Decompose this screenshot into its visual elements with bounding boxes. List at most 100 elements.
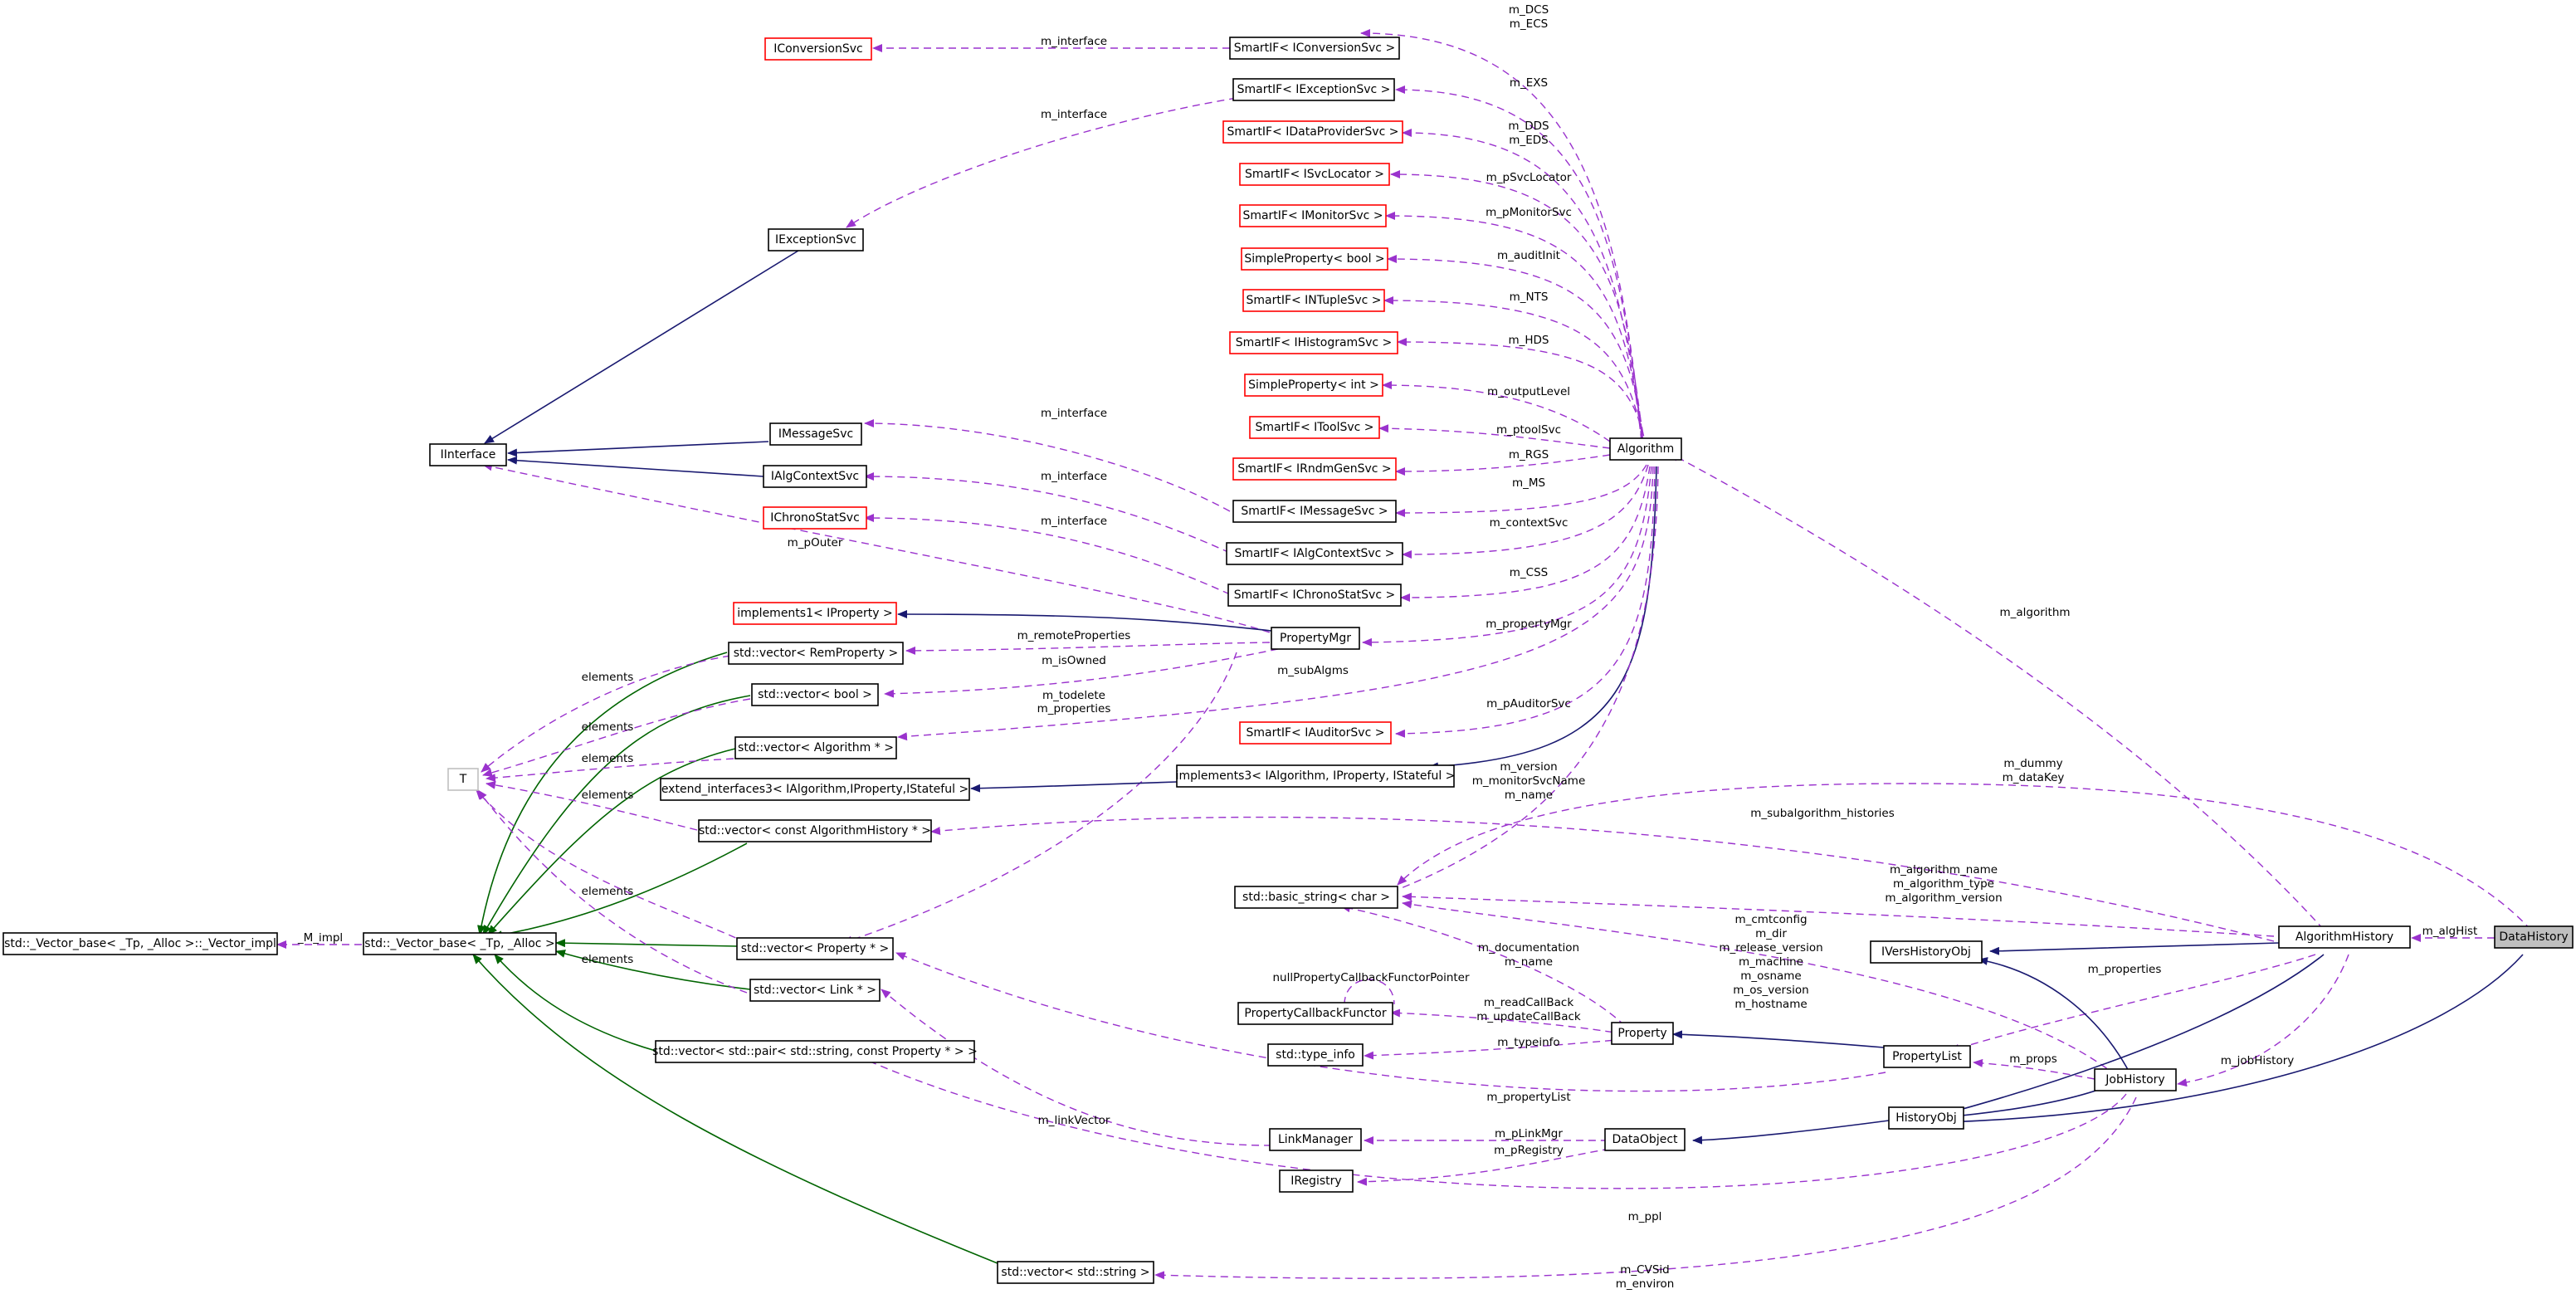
node-smartif-idataprovidersvc[interactable]: SmartIF< IDataProviderSvc > <box>1222 120 1403 144</box>
label-rgs: m_RGS <box>1509 448 1549 461</box>
node-vector-pair[interactable]: std::vector< std::pair< std::string, con… <box>652 1040 978 1063</box>
node-simpleproperty-int[interactable]: SimpleProperty< int > <box>1244 374 1383 397</box>
node-algorithm[interactable]: Algorithm <box>1609 437 1682 461</box>
node-smartif-itoolsvc[interactable]: SmartIF< IToolSvc > <box>1249 416 1380 439</box>
edge-nts <box>1383 296 1646 449</box>
label-subalgms: m_subAlgms <box>1277 664 1349 677</box>
label-nts: m_NTS <box>1510 291 1549 304</box>
edge-pauditorsvc <box>1395 466 1656 738</box>
label-isowned: m_isOwned <box>1042 654 1106 667</box>
node-propertycallbackfunctor[interactable]: PropertyCallbackFunctor <box>1237 1002 1393 1025</box>
node-smartif-ihistogramsvc[interactable]: SmartIF< IHistogramSvc > <box>1229 331 1398 354</box>
label-propertymgr: m_propertyMgr <box>1486 618 1572 631</box>
node-iinterface[interactable]: IInterface <box>429 443 507 466</box>
node-vector-algorithmhistory[interactable]: std::vector< const AlgorithmHistory * > <box>698 819 932 842</box>
edge-ialgcontextsvc-iinterface <box>507 456 764 477</box>
node-t[interactable]: T <box>447 768 479 791</box>
node-iregistry[interactable]: IRegistry <box>1279 1169 1354 1193</box>
node-smartif-iauditorsvc[interactable]: SmartIF< IAuditorSvc > <box>1239 721 1392 745</box>
node-algorithmhistory[interactable]: AlgorithmHistory <box>2278 925 2411 949</box>
label-todelete: m_todelete <box>1042 689 1105 702</box>
node-vector-base-impl[interactable]: std::_Vector_base< _Tp, _Alloc >::_Vecto… <box>2 932 278 955</box>
node-smartif-isvclocator[interactable]: SmartIF< ISvcLocator > <box>1239 163 1390 186</box>
node-iconversionsvc[interactable]: IConversionSvc <box>764 37 872 61</box>
edge-auditinit <box>1387 255 1646 447</box>
node-vector-property[interactable]: std::vector< Property * > <box>736 937 894 960</box>
svg-text:std::vector< bool >: std::vector< bool > <box>758 688 872 701</box>
svg-text:SmartIF< IMonitorSvc >: SmartIF< IMonitorSvc > <box>1242 209 1383 222</box>
node-vector-algorithm[interactable]: std::vector< Algorithm * > <box>734 736 897 759</box>
edge-iexceptionsvc-iinterface <box>484 250 799 444</box>
label-properties: m_properties <box>1037 702 1111 715</box>
edge-outputlevel <box>1382 381 1611 442</box>
node-imessagesvc[interactable]: IMessageSvc <box>769 422 862 446</box>
svg-text:std::vector< Algorithm * >: std::vector< Algorithm * > <box>738 741 894 754</box>
node-ialgcontextsvc[interactable]: IAlgContextSvc <box>763 465 867 488</box>
edge-algorithmhistory-historyobj <box>1938 954 2325 1117</box>
edge-message-interface <box>864 419 1231 512</box>
node-iexceptionsvc[interactable]: IExceptionSvc <box>768 228 864 251</box>
node-vector-bool[interactable]: std::vector< bool > <box>751 683 879 706</box>
node-propertylist[interactable]: PropertyList <box>1883 1045 1971 1068</box>
node-vector-link[interactable]: std::vector< Link * > <box>749 979 881 1002</box>
label-psvclocator: m_pSvcLocator <box>1486 171 1572 184</box>
label-hostname: m_hostname <box>1734 998 1807 1011</box>
edge-imessagesvc-iinterface <box>507 441 769 457</box>
edge-chrono-interface <box>864 514 1231 595</box>
node-smartif-imonitorsvc[interactable]: SmartIF< IMonitorSvc > <box>1239 204 1387 227</box>
label-propertylist: m_propertyList <box>1486 1091 1570 1104</box>
node-smartif-intuplesvc[interactable]: SmartIF< INTupleSvc > <box>1242 289 1385 312</box>
edge-elements-4 <box>485 780 698 831</box>
edge-algorithm <box>1669 452 2325 930</box>
label-alghist: m_algHist <box>2422 925 2478 938</box>
node-vector-base[interactable]: std::_Vector_base< _Tp, _Alloc > <box>363 932 557 955</box>
label-elements-1: elements <box>582 671 634 684</box>
svg-text:IMessageSvc: IMessageSvc <box>778 427 853 441</box>
node-propertymgr[interactable]: PropertyMgr <box>1271 627 1360 650</box>
label-documentation: m_documentation <box>1478 941 1579 955</box>
node-basic-string[interactable]: std::basic_string< char > <box>1234 886 1398 909</box>
label-plinkmgr: m_pLinkMgr <box>1495 1127 1563 1140</box>
node-smartif-ialgcontextsvc[interactable]: SmartIF< IAlgContextSvc > <box>1226 542 1403 565</box>
node-type-info[interactable]: std::type_info <box>1267 1043 1364 1067</box>
edge-pmonitorsvc <box>1385 212 1644 446</box>
edge-pouter <box>482 462 1271 633</box>
node-extend-interfaces3[interactable]: extend_interfaces3< IAlgorithm,IProperty… <box>660 778 970 801</box>
svg-text:IExceptionSvc: IExceptionSvc <box>775 233 856 247</box>
node-vector-string[interactable]: std::vector< std::string > <box>997 1261 1154 1284</box>
svg-text:JobHistory: JobHistory <box>2105 1073 2164 1086</box>
label-elements-5: elements <box>582 885 634 898</box>
edge-jobhistory <box>2177 954 2349 1087</box>
node-implements3[interactable]: implements3< IAlgorithm, IProperty, ISta… <box>1176 764 1456 788</box>
node-linkmanager[interactable]: LinkManager <box>1269 1128 1362 1151</box>
node-smartif-irndmgensvc[interactable]: SmartIF< IRndmGenSvc > <box>1232 457 1397 481</box>
node-vector-remproperty[interactable]: std::vector< RemProperty > <box>728 642 904 665</box>
label-dcs: m_DCS <box>1509 3 1549 17</box>
label-elements-3: elements <box>582 752 634 765</box>
node-dataobject[interactable]: DataObject <box>1604 1128 1686 1151</box>
node-smartif-imessagesvc[interactable]: SmartIF< IMessageSvc > <box>1232 500 1397 523</box>
label-algorithm: m_algorithm <box>1999 606 2070 619</box>
node-iversehistoryobj[interactable]: IVersHistoryObj <box>1870 940 1983 964</box>
node-property[interactable]: Property <box>1611 1022 1674 1045</box>
svg-text:SmartIF< IConversionSvc >: SmartIF< IConversionSvc > <box>1234 42 1395 55</box>
label-pauditorsvc: m_pAuditorSvc <box>1486 697 1571 710</box>
svg-text:Property: Property <box>1617 1027 1666 1040</box>
svg-text:LinkManager: LinkManager <box>1278 1133 1353 1146</box>
svg-text:implements1< IProperty >: implements1< IProperty > <box>737 607 892 620</box>
label-null-callback: nullPropertyCallbackFunctorPointer <box>1272 971 1470 984</box>
node-simpleproperty-bool[interactable]: SimpleProperty< bool > <box>1241 247 1388 271</box>
node-ichronostatsvc[interactable]: IChronoStatSvc <box>763 506 867 530</box>
edge-isowned <box>884 648 1279 698</box>
node-smartif-iexceptionsvc[interactable]: SmartIF< IExceptionSvc > <box>1232 78 1395 101</box>
node-historyobj[interactable]: HistoryObj <box>1888 1106 1964 1130</box>
node-jobhistory[interactable]: JobHistory <box>2094 1068 2177 1091</box>
node-smartif-ichronostatsvc[interactable]: SmartIF< IChronoStatSvc > <box>1227 584 1402 607</box>
node-datahistory[interactable]: DataHistory <box>2494 925 2574 949</box>
edge-jobhistory-iversehistoryobj <box>1978 957 2134 1080</box>
label-elements-2: elements <box>582 720 634 734</box>
node-smartif-iconversionsvc[interactable]: SmartIF< IConversionSvc > <box>1229 37 1400 60</box>
edge-vector-string <box>472 954 998 1264</box>
svg-text:std::vector< std::string >: std::vector< std::string > <box>1001 1266 1149 1279</box>
node-implements1-iproperty[interactable]: implements1< IProperty > <box>733 602 897 625</box>
